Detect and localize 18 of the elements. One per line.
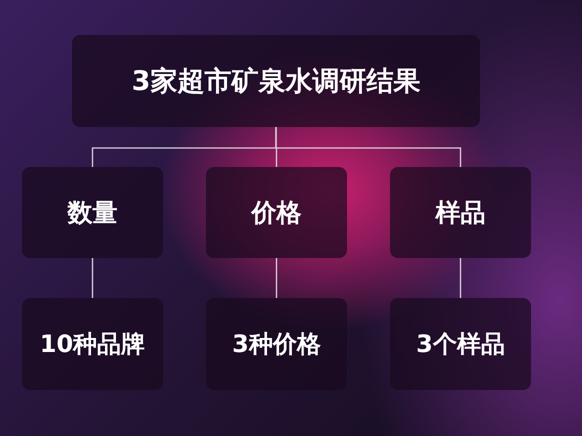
node-label: 10种品牌	[40, 329, 146, 360]
node-label: 价格	[252, 197, 302, 229]
node-label: 3家超市矿泉水调研结果	[132, 65, 420, 99]
connector-line	[275, 127, 462, 167]
text-box	[72, 35, 480, 127]
text-box	[206, 298, 347, 390]
text-box	[390, 298, 531, 390]
node-label: 3种价格	[232, 329, 321, 360]
node-label: 数量	[68, 197, 118, 229]
text-box	[22, 167, 163, 258]
connector-line	[276, 258, 278, 298]
text-box	[22, 298, 163, 390]
text-box	[390, 167, 531, 258]
text-box	[206, 167, 347, 258]
connector-line	[460, 258, 462, 298]
node-label: 样品	[436, 197, 486, 229]
node-label: 3个样品	[416, 329, 505, 360]
connector-line	[92, 258, 94, 298]
